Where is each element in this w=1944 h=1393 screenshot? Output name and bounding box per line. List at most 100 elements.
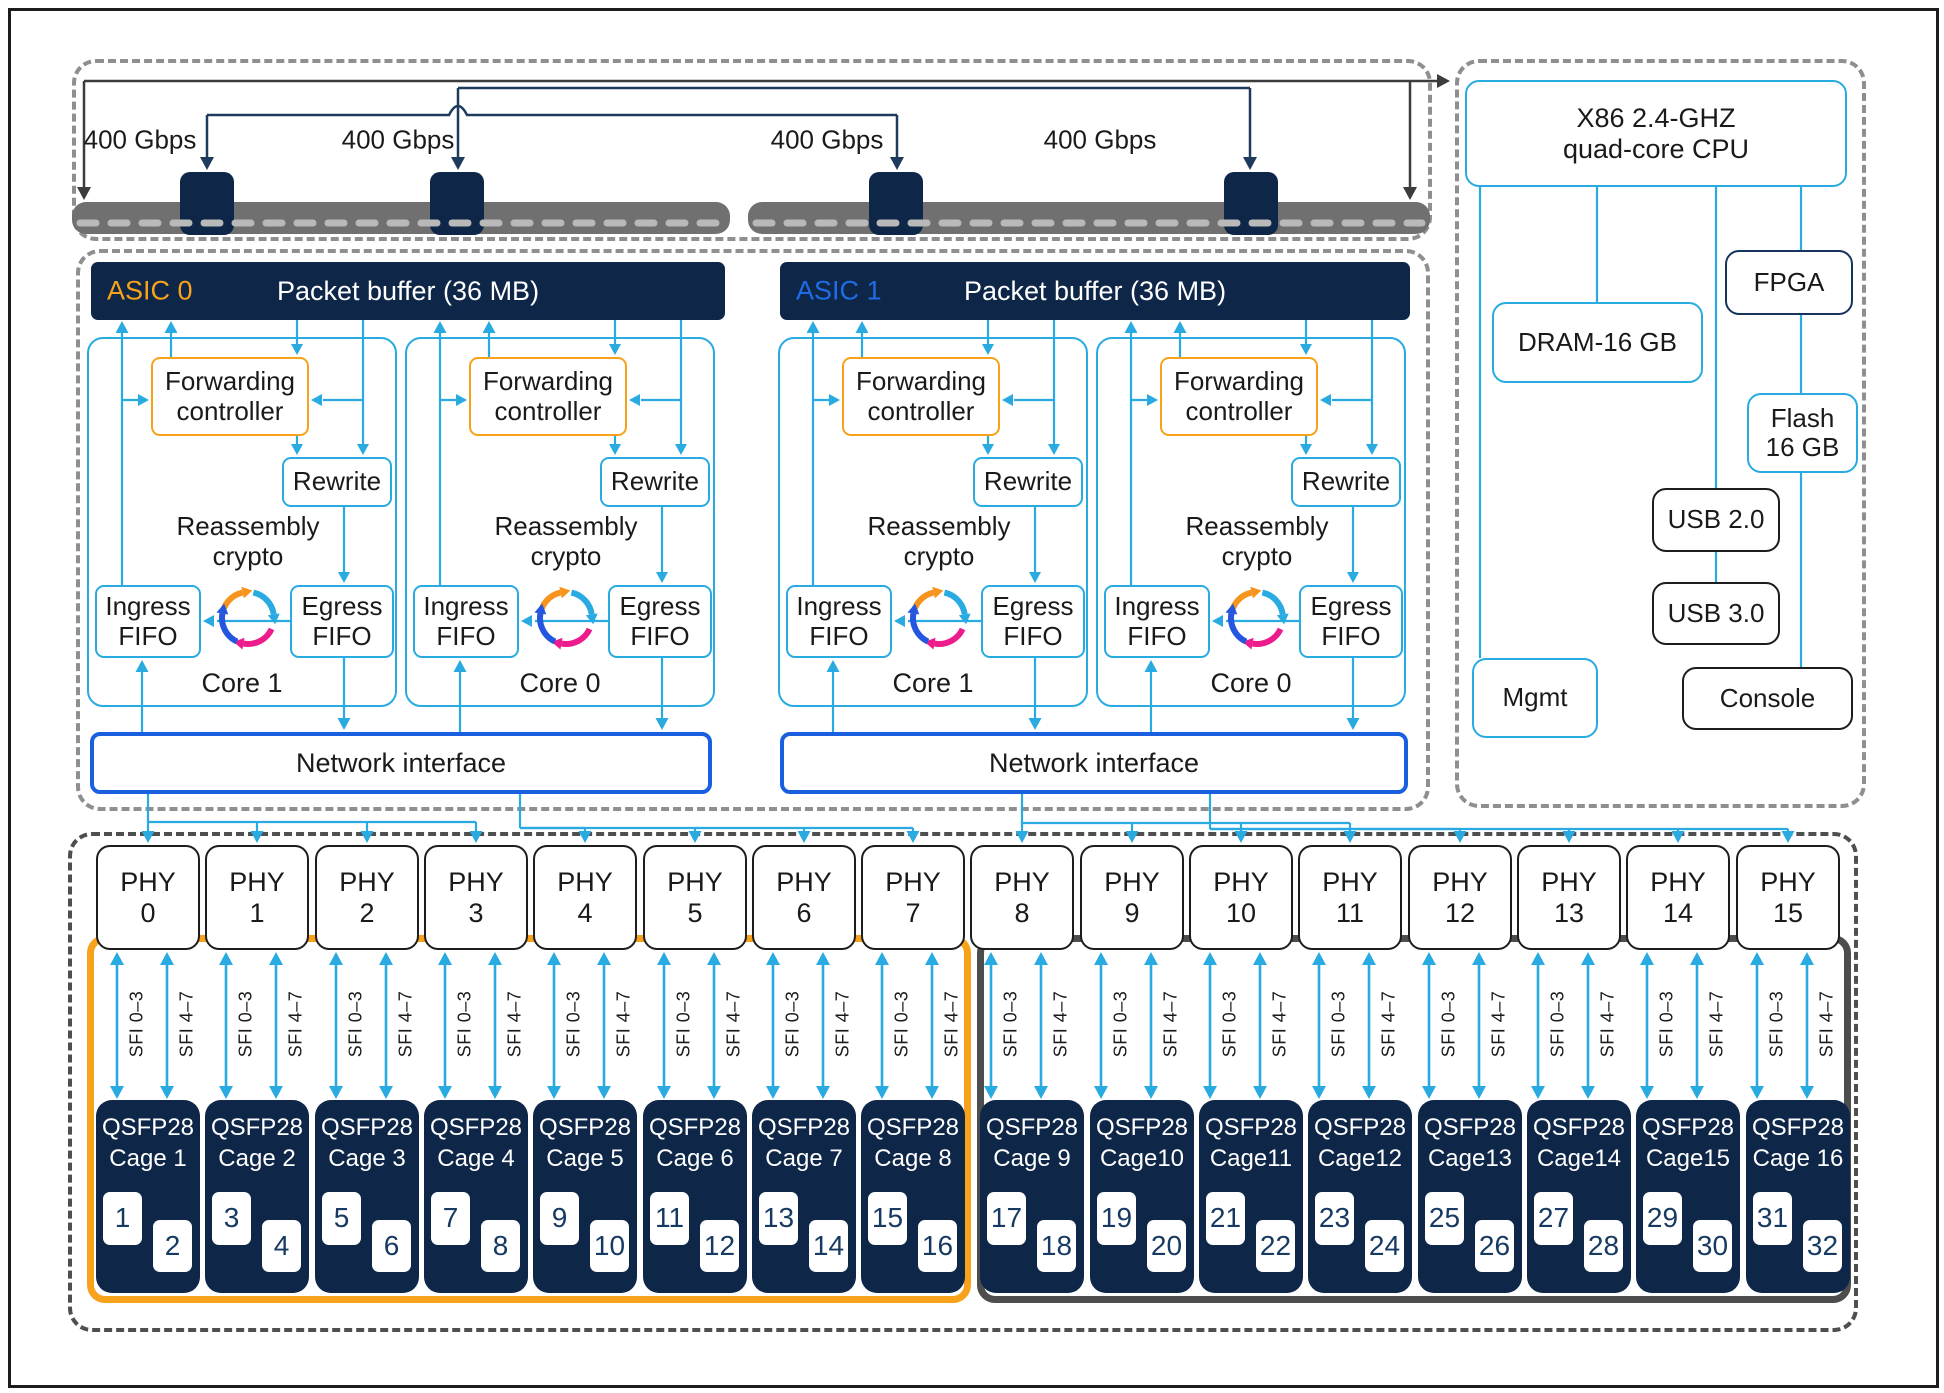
sfi-lane-label: SFI 0–3 — [1328, 990, 1349, 1058]
cpu-box: X86 2.4-GHZ quad-core CPU — [1465, 80, 1847, 187]
qsfp28-cage: QSFP28 Cage15 29 30 — [1636, 1100, 1740, 1293]
phy-label: PHY — [1760, 867, 1816, 898]
phy-number: 9 — [1124, 897, 1140, 928]
phy-label: PHY — [885, 867, 941, 898]
qsfp28-cage: QSFP28 Cage12 23 24 — [1308, 1100, 1412, 1293]
phy-box: PHY 9 — [1080, 845, 1184, 950]
mgmt-port-box: Mgmt — [1472, 658, 1598, 738]
port-number-tile: 20 — [1147, 1220, 1186, 1272]
sfi-lane-label: SFI 0–3 — [1766, 990, 1787, 1058]
cage-number-label: Cage12 — [1317, 1145, 1403, 1173]
cage-number-label: Cage10 — [1099, 1145, 1185, 1173]
usb2-box: USB 2.0 — [1652, 488, 1780, 552]
sfi-lane-label: SFI 4–7 — [832, 990, 853, 1058]
forwarding-label2: controller — [867, 395, 975, 426]
cage-number-label: Cage 1 — [109, 1145, 187, 1173]
core-name-label: Core 0 — [519, 668, 601, 698]
phy-box: PHY 6 — [752, 845, 856, 950]
core-name-label: Core 1 — [892, 668, 974, 698]
port-number-tile: 3 — [212, 1192, 251, 1245]
port-number-tile: 8 — [481, 1220, 520, 1272]
port-number-tile: 12 — [700, 1220, 739, 1272]
forwarding-label: Forwarding — [482, 366, 614, 397]
forwarding-controller-box: Forwarding controller — [469, 357, 627, 436]
sfi-lane-label: SFI 0–3 — [1000, 990, 1021, 1058]
core-box — [405, 337, 715, 707]
asic1-packet-buffer: ASIC 1 Packet buffer (36 MB) — [780, 262, 1410, 320]
cage-number-label: Cage 16 — [1752, 1145, 1844, 1173]
phy-label: PHY — [1432, 867, 1488, 898]
qsfp28-cage: QSFP28 Cage 8 15 16 — [861, 1100, 965, 1293]
forwarding-controller-box: Forwarding controller — [1160, 357, 1318, 436]
cage-number-label: Cage 3 — [328, 1145, 406, 1173]
phy-label: PHY — [229, 867, 285, 898]
phy-number: 6 — [796, 897, 812, 928]
asic0-packet-buffer: ASIC 0 Packet buffer (36 MB) — [91, 262, 725, 320]
phy-label: PHY — [339, 867, 395, 898]
cage-type-label: QSFP28 — [985, 1114, 1079, 1141]
port-number-tile: 18 — [1037, 1220, 1076, 1272]
phy-box: PHY 4 — [533, 845, 637, 950]
phy-box: PHY 10 — [1189, 845, 1293, 950]
phy-number: 2 — [359, 897, 375, 928]
sfi-lane-label: SFI 0–3 — [1110, 990, 1131, 1058]
qsfp28-cage: QSFP28 Cage 3 5 6 — [315, 1100, 419, 1293]
asic1-buffer-label: Packet buffer (36 MB) — [963, 275, 1227, 306]
asic1-label: ASIC 1 — [796, 275, 882, 306]
sfi-lane-label: SFI 0–3 — [1219, 990, 1240, 1058]
forwarding-controller-box: Forwarding controller — [151, 357, 309, 436]
cage-type-label: QSFP28 — [757, 1114, 851, 1141]
backplane-connector-3 — [869, 172, 923, 235]
cage-number-label: Cage 8 — [874, 1145, 952, 1173]
sfi-lane-label: SFI 0–3 — [1438, 990, 1459, 1058]
core-box — [1096, 337, 1406, 707]
phy-number: 7 — [905, 897, 921, 928]
cage-number-label: Cage 4 — [437, 1145, 515, 1173]
phy-label: PHY — [1104, 867, 1160, 898]
sfi-lane-label: SFI 0–3 — [563, 990, 584, 1058]
core-name-label: Core 1 — [201, 668, 283, 698]
sfi-lane-label: SFI 0–3 — [345, 990, 366, 1058]
sfi-lane-label: SFI 4–7 — [941, 990, 962, 1058]
phy-box: PHY 0 — [96, 845, 200, 950]
port-number-tile: 30 — [1693, 1220, 1732, 1272]
sfi-lane-label: SFI 0–3 — [1656, 990, 1677, 1058]
sfi-lane-label: SFI 0–3 — [782, 990, 803, 1058]
sfi-lane-label: SFI 0–3 — [673, 990, 694, 1058]
sfi-lane-label: SFI 4–7 — [1597, 990, 1618, 1058]
port-number-tile: 31 — [1753, 1192, 1792, 1245]
phy-box: PHY 14 — [1626, 845, 1730, 950]
backplane-panel — [72, 59, 1432, 241]
port-number-tile: 27 — [1534, 1192, 1573, 1245]
qsfp28-cage: QSFP28 Cage 5 9 10 — [533, 1100, 637, 1293]
usb3-box: USB 3.0 — [1652, 582, 1780, 645]
sfi-lane-label: SFI 4–7 — [1378, 990, 1399, 1058]
asic0-network-interface: Network interface — [90, 732, 712, 794]
cage-number-label: Cage 7 — [765, 1145, 843, 1173]
sfi-lane-label: SFI 4–7 — [176, 990, 197, 1058]
port-number-tile: 15 — [868, 1192, 907, 1245]
qsfp28-cage: QSFP28 Cage 4 7 8 — [424, 1100, 528, 1293]
phy-box: PHY 12 — [1408, 845, 1512, 950]
sfi-lane-label: SFI 4–7 — [1488, 990, 1509, 1058]
backplane-connector-4 — [1224, 172, 1278, 235]
figure-border — [8, 8, 1939, 1388]
ports-panel — [68, 832, 1858, 1332]
cage-type-label: QSFP28 — [1751, 1114, 1845, 1141]
core-box — [87, 337, 397, 707]
sfi-lane-label: SFI 4–7 — [504, 990, 525, 1058]
port-number-tile: 14 — [809, 1220, 848, 1272]
cage-type-label: QSFP28 — [1641, 1114, 1735, 1141]
asic1-network-interface: Network interface — [780, 732, 1408, 794]
qsfp28-cage: QSFP28 Cage 9 17 18 — [980, 1100, 1084, 1293]
qsfp28-cage: QSFP28 Cage 6 11 12 — [643, 1100, 747, 1293]
phy-label: PHY — [448, 867, 504, 898]
cage-type-label: QSFP28 — [1095, 1114, 1189, 1141]
